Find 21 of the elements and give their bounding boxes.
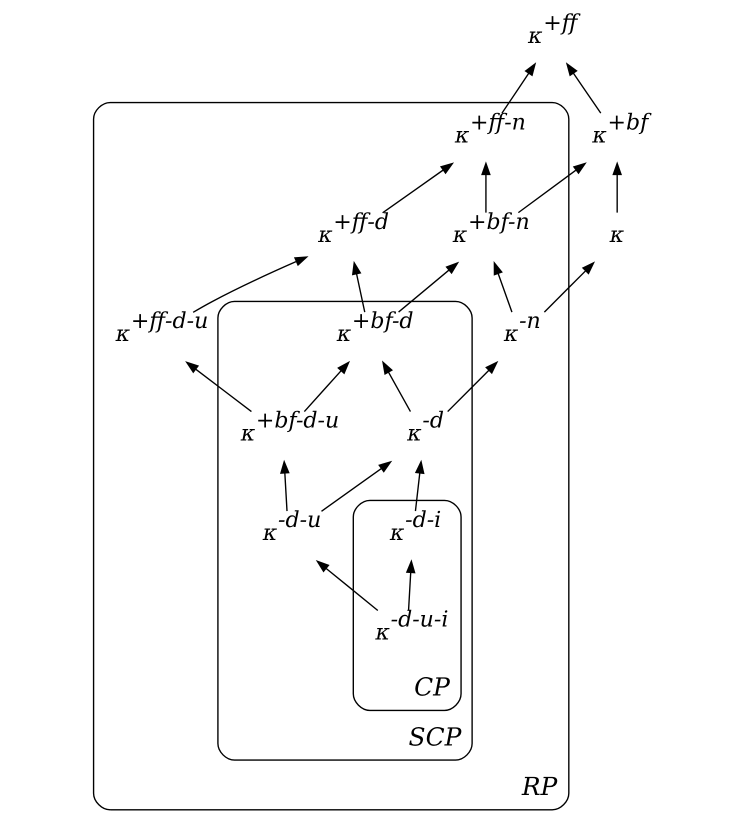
arrow <box>480 161 490 213</box>
arrow <box>517 162 586 214</box>
arrow <box>565 62 601 114</box>
arrow <box>414 460 424 512</box>
arrow <box>500 62 536 114</box>
arrow <box>303 360 350 412</box>
arrow <box>382 162 454 214</box>
arrow <box>351 260 365 312</box>
arrow <box>315 560 378 612</box>
arrow <box>405 559 416 611</box>
arrow <box>612 161 622 213</box>
arrow <box>382 360 411 412</box>
arrow <box>493 260 512 312</box>
arrow <box>320 460 392 512</box>
node-text: κ <box>609 222 624 248</box>
arrow <box>398 262 459 313</box>
arrow <box>192 256 308 313</box>
arrow <box>543 261 595 313</box>
arrow <box>184 361 252 412</box>
arrow <box>446 360 498 412</box>
arrow <box>280 460 290 512</box>
